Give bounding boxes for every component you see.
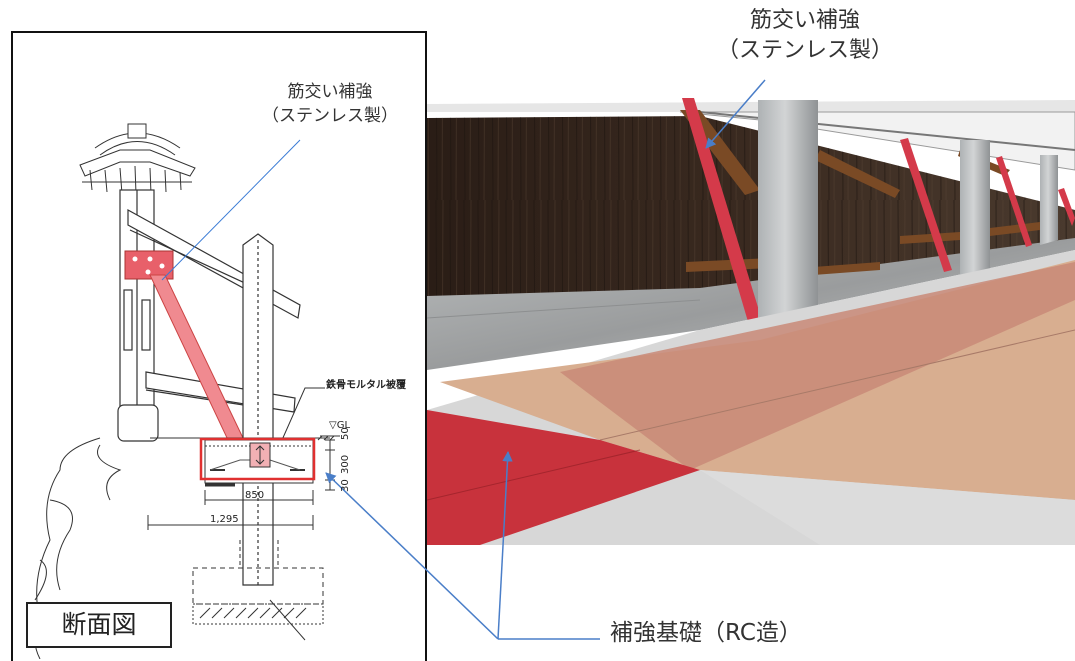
dim-1295: 1,295 [210, 514, 239, 525]
section-label: 断面図 [26, 602, 172, 648]
brace-callout-left-line1: 筋交い補強 [287, 82, 373, 102]
gl-label: ▽GL [329, 420, 351, 431]
foundation-slab [427, 410, 700, 545]
roof-eave [427, 100, 1075, 112]
dim-50: 50 [340, 427, 351, 440]
steel-post [242, 233, 274, 586]
brace-left-leader [161, 139, 301, 281]
brace-callout-right-line1: 筋交い補強 [749, 8, 860, 33]
brace-callout-right-line2: （ステンレス製） [716, 38, 893, 63]
dim-850: 850 [245, 490, 265, 501]
foundation-highlight-box [199, 437, 316, 481]
foundation-detail [147, 439, 335, 641]
section-drawing-frame [11, 31, 427, 661]
coating-label: 鉄骨モルタル被覆 [326, 380, 406, 391]
brace-callout-right: 筋交い補強 （ステンレス製） [690, 6, 920, 66]
red-braces [682, 98, 1075, 342]
brace-callout-left-line2: （ステンレス製） [262, 106, 398, 126]
foundation-callout: 補強基礎（RC造） [610, 620, 802, 646]
dim-300: 300 [340, 454, 351, 474]
roof-tiles [79, 123, 196, 195]
coating-leader [281, 387, 325, 441]
brace-callout-left: 筋交い補強 （ステンレス製） [255, 80, 405, 128]
dim-30: 30 [340, 479, 351, 492]
concrete-columns [758, 100, 1058, 352]
